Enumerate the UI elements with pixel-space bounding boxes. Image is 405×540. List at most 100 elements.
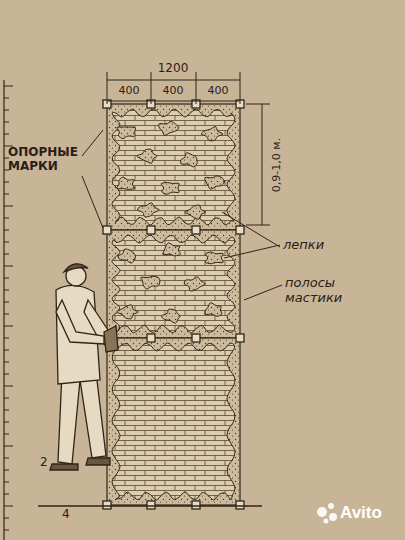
watermark-logo <box>328 503 334 509</box>
ruler-tick <box>4 182 9 183</box>
worker-leg <box>58 372 80 464</box>
mortar-blob <box>138 203 160 217</box>
ruler-tick <box>4 218 9 219</box>
ruler-tick <box>4 446 13 447</box>
worker-boot <box>50 464 78 470</box>
watermark-logo <box>324 519 329 524</box>
ruler-tick <box>4 230 9 231</box>
reference-mark <box>236 226 244 234</box>
dimension-text: 1200 <box>156 62 191 76</box>
mastic-strip <box>107 104 240 230</box>
mortar-blob <box>118 249 135 263</box>
ruler-tick <box>4 518 9 519</box>
ruler-tick <box>4 470 9 471</box>
mortar-blob <box>161 309 180 323</box>
mortar-blob <box>205 303 222 317</box>
ruler-tick <box>4 194 9 195</box>
reference-mark <box>147 334 155 342</box>
ruler-tick <box>4 290 9 291</box>
mortar-blob <box>159 121 179 135</box>
ruler-tick <box>4 110 9 111</box>
ruler-tick <box>4 506 13 507</box>
ruler-tick <box>4 314 9 315</box>
worker-cap <box>64 264 88 272</box>
dimension-text: 400 <box>206 85 231 98</box>
ruler-tick <box>4 326 13 327</box>
reference-mark <box>103 501 111 509</box>
ruler-tick <box>4 422 9 423</box>
ruler-tick <box>4 98 9 99</box>
extension-line <box>107 72 108 104</box>
callout-label: лепки <box>283 238 324 253</box>
reference-mark <box>192 226 200 234</box>
brick-area <box>112 235 235 333</box>
mortar-blob <box>117 127 136 139</box>
reference-mark <box>103 226 111 234</box>
ruler-tick <box>4 362 9 363</box>
ruler-tick <box>4 398 9 399</box>
ruler-line <box>3 80 4 540</box>
dimension-line <box>107 101 240 102</box>
ruler-tick <box>4 338 9 339</box>
mortar-blob <box>117 305 139 319</box>
brick-area <box>112 343 235 500</box>
worker-leg <box>80 372 106 458</box>
page-number: 2 <box>40 456 48 470</box>
ruler-tick <box>4 410 9 411</box>
mortar-blob <box>184 277 205 291</box>
brick-area <box>112 109 235 225</box>
page-number: 4 <box>62 508 70 522</box>
ruler-tick <box>4 86 13 87</box>
ruler-tick <box>4 278 9 279</box>
extension-line <box>196 72 197 104</box>
mortar-blob <box>205 176 225 189</box>
reference-mark <box>147 226 155 234</box>
extension-line <box>246 104 270 105</box>
mortar-blob <box>163 243 181 256</box>
reference-mark <box>236 501 244 509</box>
ruler-tick <box>4 386 13 387</box>
callout-label: полосы мастики <box>285 276 365 306</box>
leader-line <box>222 212 280 247</box>
ruler-tick <box>4 350 9 351</box>
ruler-tick <box>4 206 13 207</box>
dimension-text: 0,9-1,0 м. <box>271 136 284 194</box>
mastic-strip <box>107 338 240 505</box>
ruler-tick <box>4 122 9 123</box>
ruler-tick <box>4 302 9 303</box>
extension-line <box>240 72 241 104</box>
worker-boot <box>86 458 110 465</box>
extension-line <box>246 225 270 226</box>
ground-line <box>38 505 262 507</box>
ruler-tick <box>4 494 9 495</box>
mortar-blob <box>161 183 179 195</box>
dimension-line <box>107 80 240 81</box>
ruler-tick <box>4 530 9 531</box>
ruler-tick <box>4 242 9 243</box>
leader-line <box>224 245 280 258</box>
reference-mark-label: ОПОРНЫЕ МАРКИ <box>8 146 86 174</box>
ruler-tick <box>4 434 9 435</box>
watermark-logo <box>317 507 327 517</box>
dimension-text: 400 <box>117 85 142 98</box>
trowel <box>104 326 118 352</box>
ruler-tick <box>4 134 9 135</box>
mortar-blob <box>180 153 197 167</box>
leader-line <box>82 130 103 156</box>
reference-mark <box>236 334 244 342</box>
leader-line <box>244 285 282 300</box>
mortar-blob <box>205 252 223 264</box>
extension-line <box>151 72 152 104</box>
ruler-tick <box>4 374 9 375</box>
ruler-tick <box>4 458 9 459</box>
reference-mark <box>192 334 200 342</box>
worker-arm <box>56 300 104 344</box>
reference-mark <box>147 501 155 509</box>
ruler-tick <box>4 482 9 483</box>
mortar-blob <box>141 276 160 289</box>
mortar-blob <box>201 127 223 141</box>
mortar-blob <box>117 177 135 189</box>
dimension-text: 400 <box>161 85 186 98</box>
